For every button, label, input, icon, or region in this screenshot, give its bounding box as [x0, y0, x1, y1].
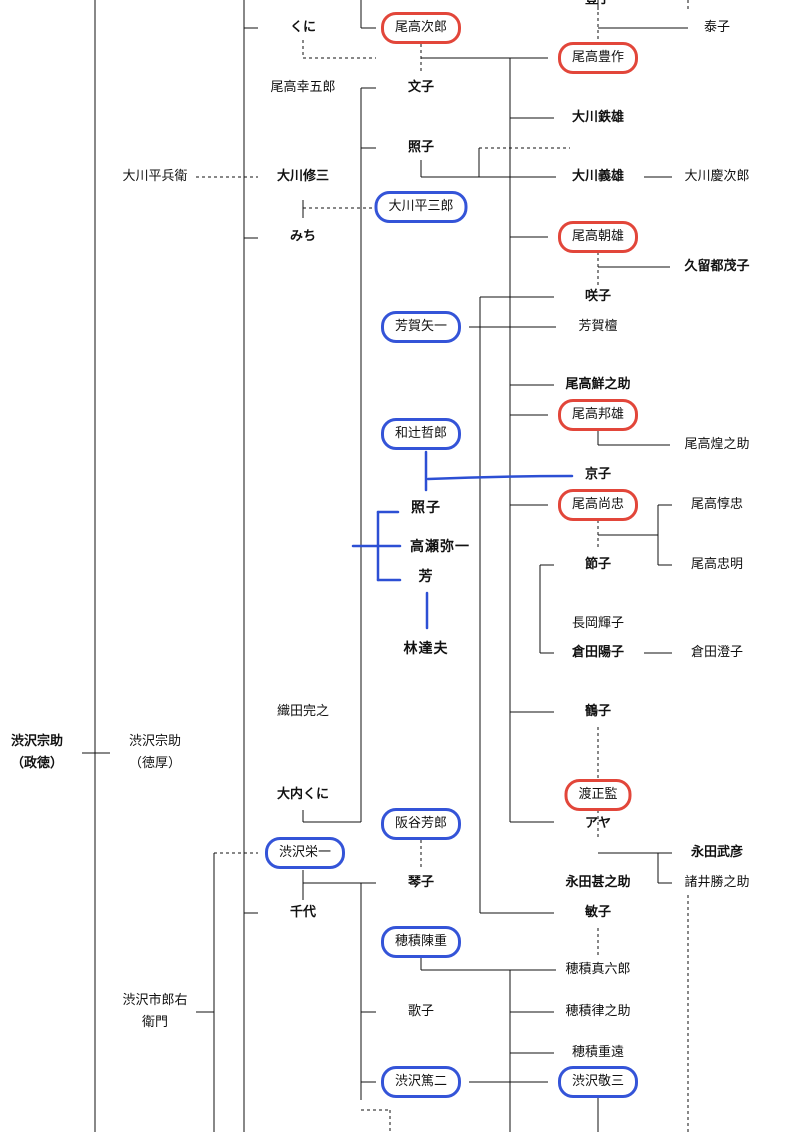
person-watari-masakane: 渡正監: [564, 779, 632, 811]
person-okawa-heibee: 大川平兵衛: [122, 169, 188, 184]
person-odaka-konosuke: 尾高煌之助: [684, 437, 750, 452]
person-shibusawa-sosuke-tokuatsu: 渋沢宗助 （徳厚）: [129, 734, 181, 772]
person-hozumi-ritsunosuke: 穂積律之助: [565, 1004, 631, 1019]
person-kaori: 芳: [418, 569, 434, 585]
person-okawa-keijiro: 大川慶次郎: [684, 169, 750, 184]
person-oda-kanshi: 織田完之: [276, 704, 330, 719]
person-sakiko: 咲子: [584, 289, 612, 304]
person-fumiko: 文子: [407, 80, 435, 95]
person-kurutsu-shigeko: 久留都茂子: [684, 259, 750, 274]
person-chiyo: 千代: [289, 905, 317, 920]
person-ichirouemon-line2: 衛門: [141, 1015, 169, 1030]
person-kurata-sumiko: 倉田澄子: [690, 645, 744, 660]
person-nagaoka-teruko: 長岡輝子: [571, 616, 625, 631]
person-odaka-hisatada: 尾高尚忠: [557, 489, 639, 521]
person-hayashi-tatsuo: 林達夫: [403, 641, 449, 657]
person-nagata-jinnosuke: 永田甚之助: [565, 875, 631, 890]
person-taiko: 泰子: [703, 20, 731, 35]
person-takase-yaichi: 高瀬弥一: [410, 539, 470, 555]
person-odaka-tadaaki: 尾高忠明: [690, 557, 744, 572]
person-odaka-kunio: 尾高邦雄: [557, 399, 639, 431]
person-shibusawa-ichirouemon: 渋沢市郎右 衛門: [122, 993, 187, 1031]
person-toyoko: 豊子: [585, 0, 611, 8]
person-odaka-toyosaku: 尾高豊作: [557, 42, 639, 74]
person-setsuko: 節子: [584, 557, 612, 572]
person-teruko: 照子: [407, 140, 435, 155]
person-shibusawa-sosuke-mid-name: 渋沢宗助: [128, 734, 182, 749]
person-odaka-jiro: 尾高次郎: [380, 12, 462, 44]
person-odaka-kogoro: 尾高幸五郎: [270, 80, 336, 95]
person-masanori-note: （政徳）: [10, 756, 64, 771]
person-haga-yaichi: 芳賀矢一: [380, 311, 462, 343]
person-okawa-shuzo: 大川修三: [276, 169, 330, 184]
person-tsuruko: 鶴子: [584, 704, 612, 719]
person-odaka-atsutada: 尾高惇忠: [690, 497, 744, 512]
person-haga-mayumi: 芳賀檀: [578, 319, 618, 334]
person-toshiko: 敏子: [584, 905, 612, 920]
person-odaka-asao: 尾高朝雄: [557, 221, 639, 253]
person-tokuatsu-note: （徳厚）: [128, 756, 182, 771]
person-ouchi-kuni: 大内くに: [276, 787, 330, 802]
person-kuni: くに: [289, 20, 317, 35]
person-shibusawa-sosuke-masanori: 渋沢宗助 （政徳）: [11, 734, 63, 772]
person-shibusawa-keizo: 渋沢敬三: [557, 1066, 639, 1098]
person-hozumi-shigeto: 穂積重遠: [571, 1045, 625, 1060]
person-shibusawa-tokuji: 渋沢篤二: [380, 1066, 462, 1098]
person-okawa-heizaburo: 大川平三郎: [374, 191, 468, 223]
person-teruko-handwritten: 照子: [411, 500, 441, 516]
person-moroi-katsunosuke: 諸井勝之助: [684, 875, 750, 890]
person-okawa-yoshio: 大川義雄: [571, 169, 625, 184]
person-okawa-tetsuo: 大川鉄雄: [571, 110, 625, 125]
person-ichirouemon-line1: 渋沢市郎右: [122, 993, 188, 1008]
person-hozumi-nobushige: 穂積陳重: [380, 926, 462, 958]
person-shibusawa-sosuke-name: 渋沢宗助: [10, 734, 64, 749]
person-saka-yoshiro: 阪谷芳郎: [380, 808, 462, 840]
person-aya: アヤ: [584, 816, 612, 831]
person-kyoko: 京子: [584, 467, 612, 482]
person-odaka-senosuke: 尾高鮮之助: [565, 377, 631, 392]
person-hozumi-shinrokuro: 穂積真六郎: [565, 962, 631, 977]
person-watsuji-tetsuro: 和辻哲郎: [380, 418, 462, 450]
person-utako: 歌子: [407, 1004, 435, 1019]
person-shibusawa-eiichi: 渋沢栄一: [264, 837, 346, 869]
person-nagata-takehiko: 永田武彦: [690, 845, 744, 860]
person-michi: みち: [289, 229, 317, 244]
person-kurata-yoko: 倉田陽子: [571, 645, 625, 660]
person-kotoko: 琴子: [407, 875, 435, 890]
